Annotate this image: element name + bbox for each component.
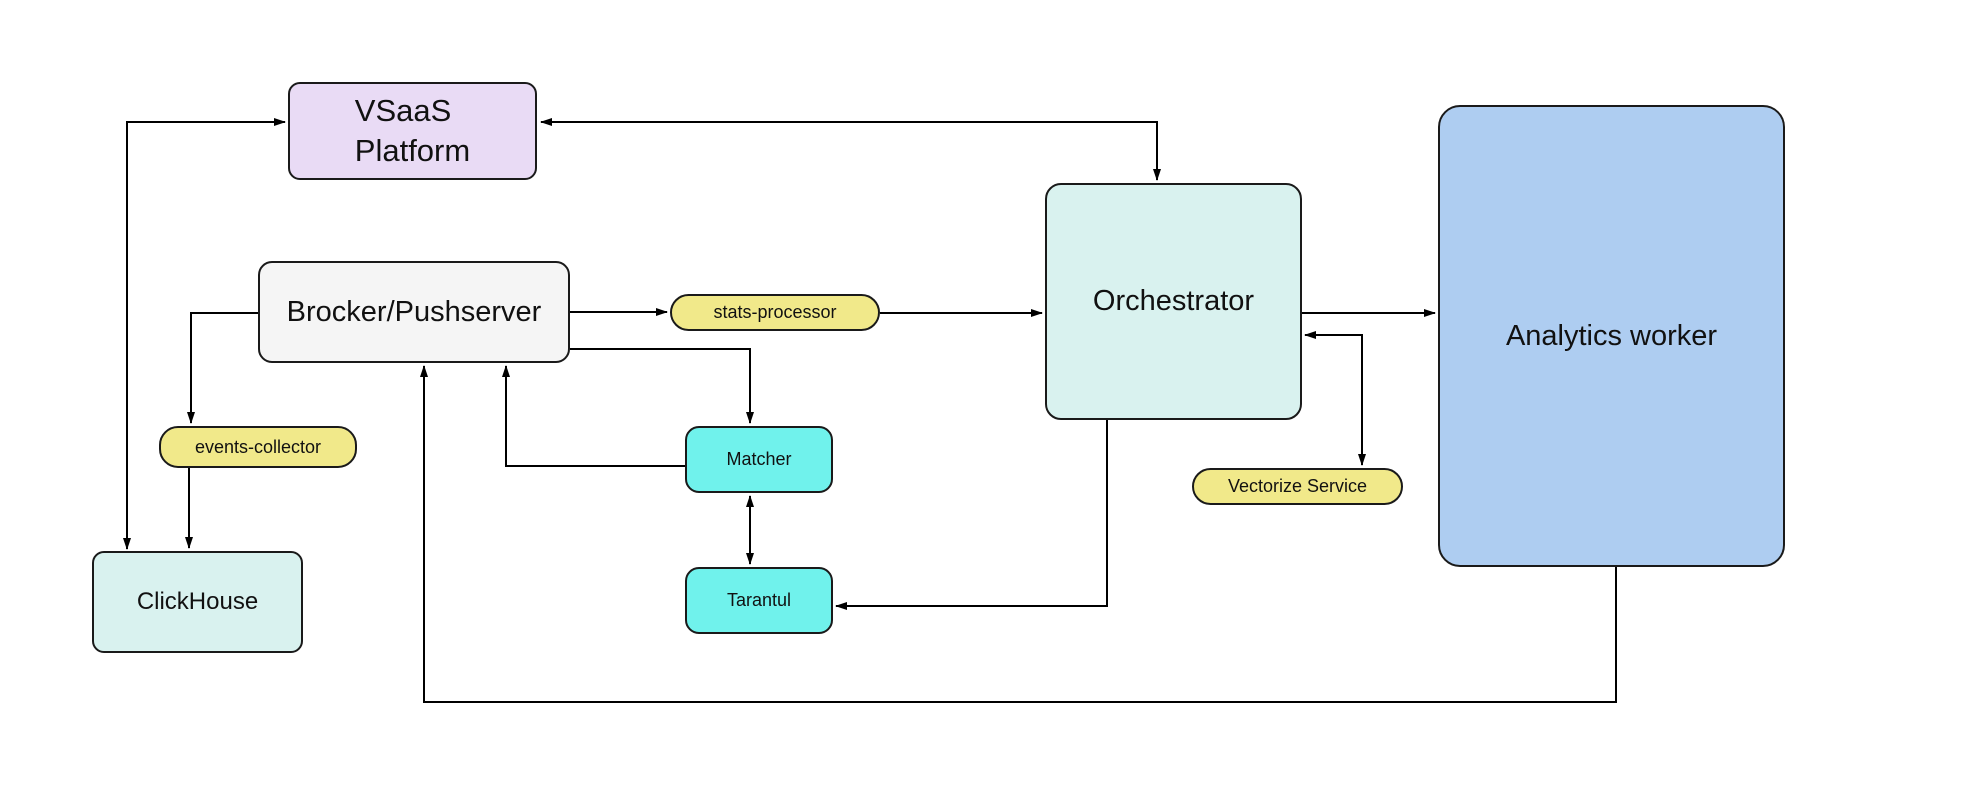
node-orchestrator-label: Orchestrator xyxy=(1092,285,1255,317)
edge-matcher-brocker xyxy=(502,365,685,467)
node-matcher: Matcher xyxy=(685,426,833,493)
node-stats-processor: stats-processor xyxy=(670,294,880,331)
edge-brocker-events xyxy=(187,312,258,424)
node-clickhouse: ClickHouse xyxy=(92,551,303,653)
node-stats-processor-label: stats-processor xyxy=(713,302,837,322)
edge-orchestrator-tarantul xyxy=(835,420,1108,610)
node-events-collector-label: events-collector xyxy=(194,436,322,457)
edge-orchestrator-vectorize xyxy=(1304,331,1366,466)
node-tarantul-label: Tarantul xyxy=(726,590,792,610)
node-events-collector: events-collector xyxy=(159,426,357,468)
node-vectorize-service-label: Vectorize Service xyxy=(1227,476,1368,496)
node-tarantul: Tarantul xyxy=(685,567,833,634)
node-matcher-label: Matcher xyxy=(726,449,792,469)
node-vsaas-platform-label: VSaaS Platform xyxy=(354,93,471,168)
edge-vsaas-orchestrator xyxy=(540,118,1161,181)
edge-brocker-matcher xyxy=(570,348,754,424)
edge-clickhouse-vsaas xyxy=(123,118,286,550)
edge-analytics-brocker xyxy=(420,365,1617,703)
node-vectorize-service: Vectorize Service xyxy=(1192,468,1403,505)
node-clickhouse-label: ClickHouse xyxy=(136,588,259,615)
node-analytics-worker-label: Analytics worker xyxy=(1505,319,1718,352)
node-analytics-worker: Analytics worker xyxy=(1438,105,1785,567)
node-brocker-pushserver: Brocker/Pushserver xyxy=(258,261,570,363)
node-orchestrator: Orchestrator xyxy=(1045,183,1302,420)
node-brocker-pushserver-label: Brocker/Pushserver xyxy=(286,295,542,328)
node-vsaas-platform: VSaaS Platform xyxy=(288,82,537,180)
